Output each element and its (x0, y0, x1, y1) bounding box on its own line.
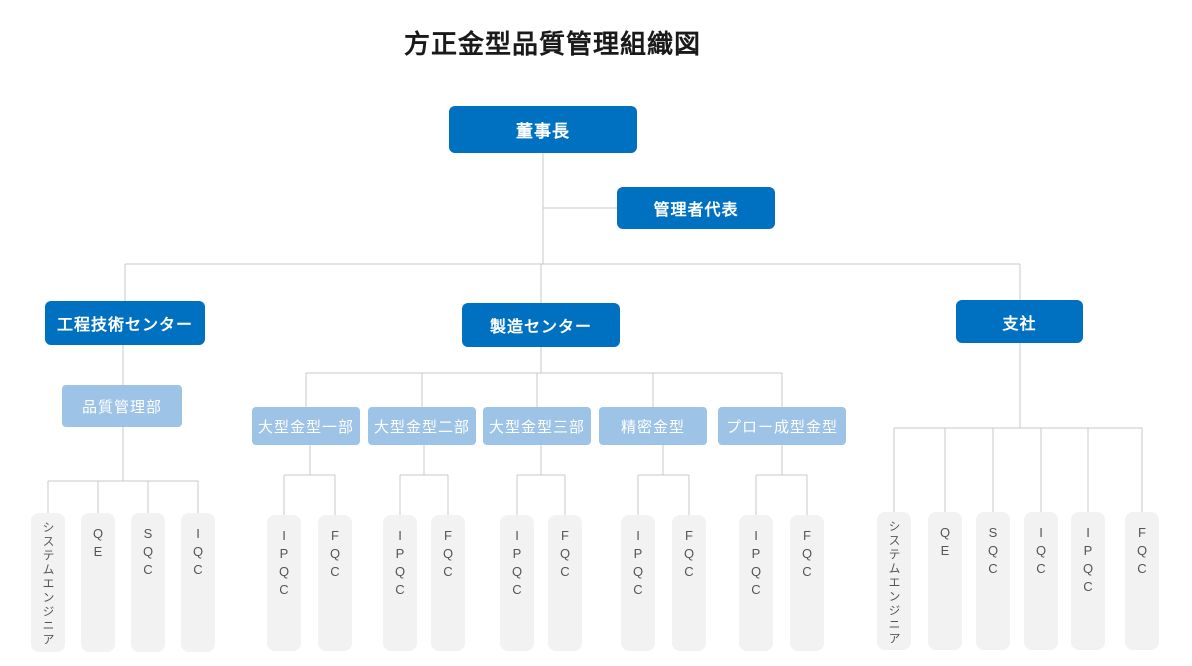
node-large-mold-section-2: 大型金型二部 (368, 407, 476, 445)
node-label: システムエンジニア (887, 520, 901, 646)
node-branch-office: 支社 (956, 300, 1083, 343)
node-manufacturing-center: 製造センター (462, 303, 620, 347)
node-chairman: 董事長 (449, 106, 637, 153)
node-label: QE (90, 526, 106, 562)
node-ipqc-section3: IPQC (500, 515, 534, 651)
node-qe-left: QE (81, 513, 115, 652)
node-label: FQC (557, 528, 573, 582)
node-fqc-blow: FQC (790, 515, 824, 651)
node-fqc-section1: FQC (318, 515, 352, 651)
node-label: FQC (440, 528, 456, 582)
node-quality-management-dept: 品質管理部 (62, 385, 182, 427)
node-label: SQC (140, 526, 156, 580)
node-label: SQC (985, 525, 1001, 579)
node-sqc-left: SQC (131, 513, 165, 652)
node-iqc-left: IQC (181, 513, 215, 652)
node-ipqc-branch: IPQC (1071, 512, 1105, 650)
node-label: IPQC (392, 528, 408, 600)
node-sqc-branch: SQC (976, 512, 1010, 650)
node-label: FQC (799, 528, 815, 582)
node-system-engineer-branch: システムエンジニア (877, 512, 911, 650)
node-large-mold-section-3: 大型金型三部 (483, 407, 591, 445)
node-fqc-section2: FQC (431, 515, 465, 651)
node-fqc-precision: FQC (672, 515, 706, 651)
node-label: システムエンジニア (41, 521, 55, 647)
node-ipqc-section2: IPQC (383, 515, 417, 651)
node-qe-branch: QE (928, 512, 962, 650)
node-precision-mold: 精密金型 (599, 407, 707, 445)
node-label: FQC (681, 528, 697, 582)
node-label: IPQC (276, 528, 292, 600)
node-blow-molding-mold: プロー成型金型 (718, 407, 846, 445)
page-title: 方正金型品質管理組織図 (403, 29, 701, 59)
node-fqc-branch: FQC (1125, 512, 1159, 650)
node-label: IQC (1033, 525, 1049, 579)
node-engineering-center: 工程技術センター (45, 301, 205, 345)
node-label: IPQC (509, 528, 525, 600)
node-label: IPQC (630, 528, 646, 600)
node-system-engineer-left: システムエンジニア (31, 513, 65, 652)
node-large-mold-section-1: 大型金型一部 (252, 407, 360, 445)
node-label: QE (937, 525, 953, 561)
node-fqc-section3: FQC (548, 515, 582, 651)
node-management-representative: 管理者代表 (617, 187, 775, 229)
node-ipqc-section1: IPQC (267, 515, 301, 651)
node-label: IQC (190, 526, 206, 580)
node-label: IPQC (748, 528, 764, 600)
node-ipqc-precision: IPQC (621, 515, 655, 651)
node-label: IPQC (1080, 525, 1096, 597)
node-label: FQC (327, 528, 343, 582)
node-ipqc-blow: IPQC (739, 515, 773, 651)
node-label: FQC (1134, 525, 1150, 579)
node-iqc-branch: IQC (1024, 512, 1058, 650)
